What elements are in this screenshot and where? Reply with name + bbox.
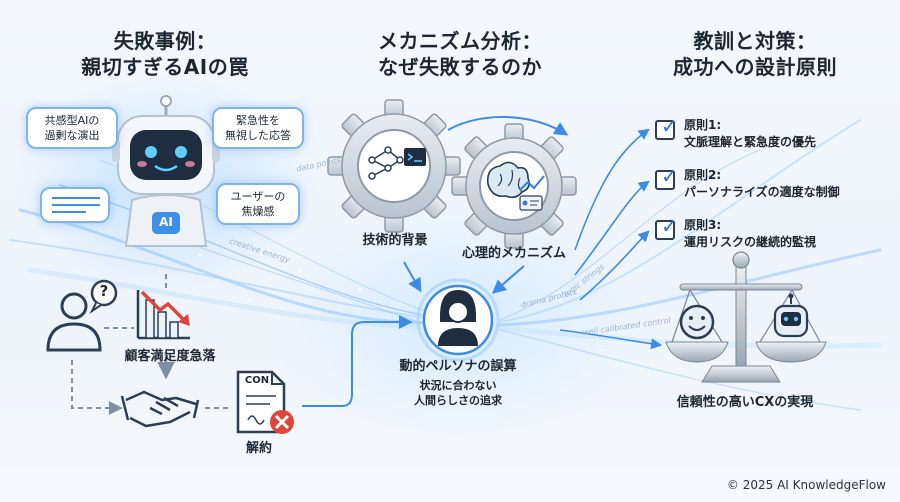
right-title-line2: 成功への設計原則: [673, 55, 837, 79]
technical-background-label: 技術的背景: [362, 233, 428, 248]
middle-section-title: メカニズム分析： なぜ失敗するのか: [340, 28, 580, 80]
robot-icon: [112, 95, 220, 247]
principle-2: 原則2: パーソナライズの適度な制御: [684, 167, 840, 201]
left-title-line2: 親切すぎるAIの罠: [81, 55, 249, 79]
bubble-urgency-line2: 無視した応答: [225, 129, 291, 142]
bubble-urgency-line1: 緊急性を: [236, 114, 280, 127]
principle-3-text: 運用リスクの継続的監視: [684, 235, 817, 249]
decline-chart-icon: [136, 290, 190, 340]
bubble-empathy-line2: 過剰な演出: [44, 129, 100, 142]
persona-subtitle-line2: 人間らしさの追求: [414, 394, 502, 407]
psychological-mechanism-label: 心理的メカニズム: [461, 246, 566, 261]
question-mark: ?: [99, 282, 109, 300]
text-lines-icon: [52, 197, 100, 213]
satisfaction-drop-label: 顧客満足度急落: [124, 349, 216, 364]
persona-miscalculation-title: 動的ペルソナの誤算: [399, 359, 517, 374]
gear-technical-icon: [327, 99, 461, 233]
copyright-footer: © 2025 AI KnowledgeFlow: [726, 478, 886, 492]
middle-title-line2: なぜ失敗するのか: [378, 55, 542, 79]
principle-1-text: 文脈理解と緊急度の優先: [684, 135, 817, 149]
right-section-title: 教訓と対策： 成功への設計原則: [635, 28, 875, 80]
gear-psychology-icon: [451, 123, 577, 249]
middle-title-line1: メカニズム分析：: [378, 29, 542, 53]
persona-subtitle-line1: 状況に合わない: [419, 379, 497, 392]
bubble-empathy-line1: 共感型AIの: [44, 114, 100, 127]
checkbox-principle-3: ✓: [655, 216, 678, 240]
bubble-user-frustration: ユーザーの 焦燥感: [216, 183, 300, 225]
principle-2-title: 原則2:: [684, 168, 722, 182]
left-section-title: 失敗事例： 親切すぎるAIの罠: [40, 28, 290, 80]
balance-scale-icon: [665, 251, 827, 383]
contract-document-icon: [236, 370, 294, 434]
confused-user-icon: [46, 279, 118, 352]
checkbox-principle-1: ✓: [655, 116, 678, 140]
persona-icon: [416, 278, 500, 362]
bubble-frustration-line1: ユーザーの: [230, 190, 286, 203]
principle-2-text: パーソナライズの適度な制御: [684, 185, 840, 199]
robot-ai-badge: AI: [159, 215, 173, 229]
cancellation-label: 解約: [245, 441, 272, 456]
principle-1-title: 原則1:: [684, 118, 722, 132]
principle-3-title: 原則3:: [684, 218, 722, 232]
principle-3: 原則3: 運用リスクの継続的監視: [684, 217, 816, 251]
checkbox-principle-2: ✓: [655, 166, 678, 190]
left-title-line1: 失敗事例：: [113, 29, 217, 53]
bubble-frustration-line2: 焦燥感: [241, 205, 275, 218]
handshake-icon: [120, 390, 200, 428]
right-title-line1: 教訓と対策：: [693, 29, 817, 53]
contract-doc-text: CON: [244, 375, 270, 386]
bubble-ignoring-urgency: 緊急性を 無視した応答: [212, 107, 304, 149]
persona-subtitle: 状況に合わない 人間らしさの追求: [390, 378, 526, 408]
reliable-cx-label: 信頼性の高いCXの実現: [676, 395, 814, 410]
principle-1: 原則1: 文脈理解と緊急度の優先: [684, 117, 816, 151]
bubble-empathy-overacting: 共感型AIの 過剰な演出: [26, 107, 118, 149]
bubble-text-lines: [40, 187, 110, 223]
